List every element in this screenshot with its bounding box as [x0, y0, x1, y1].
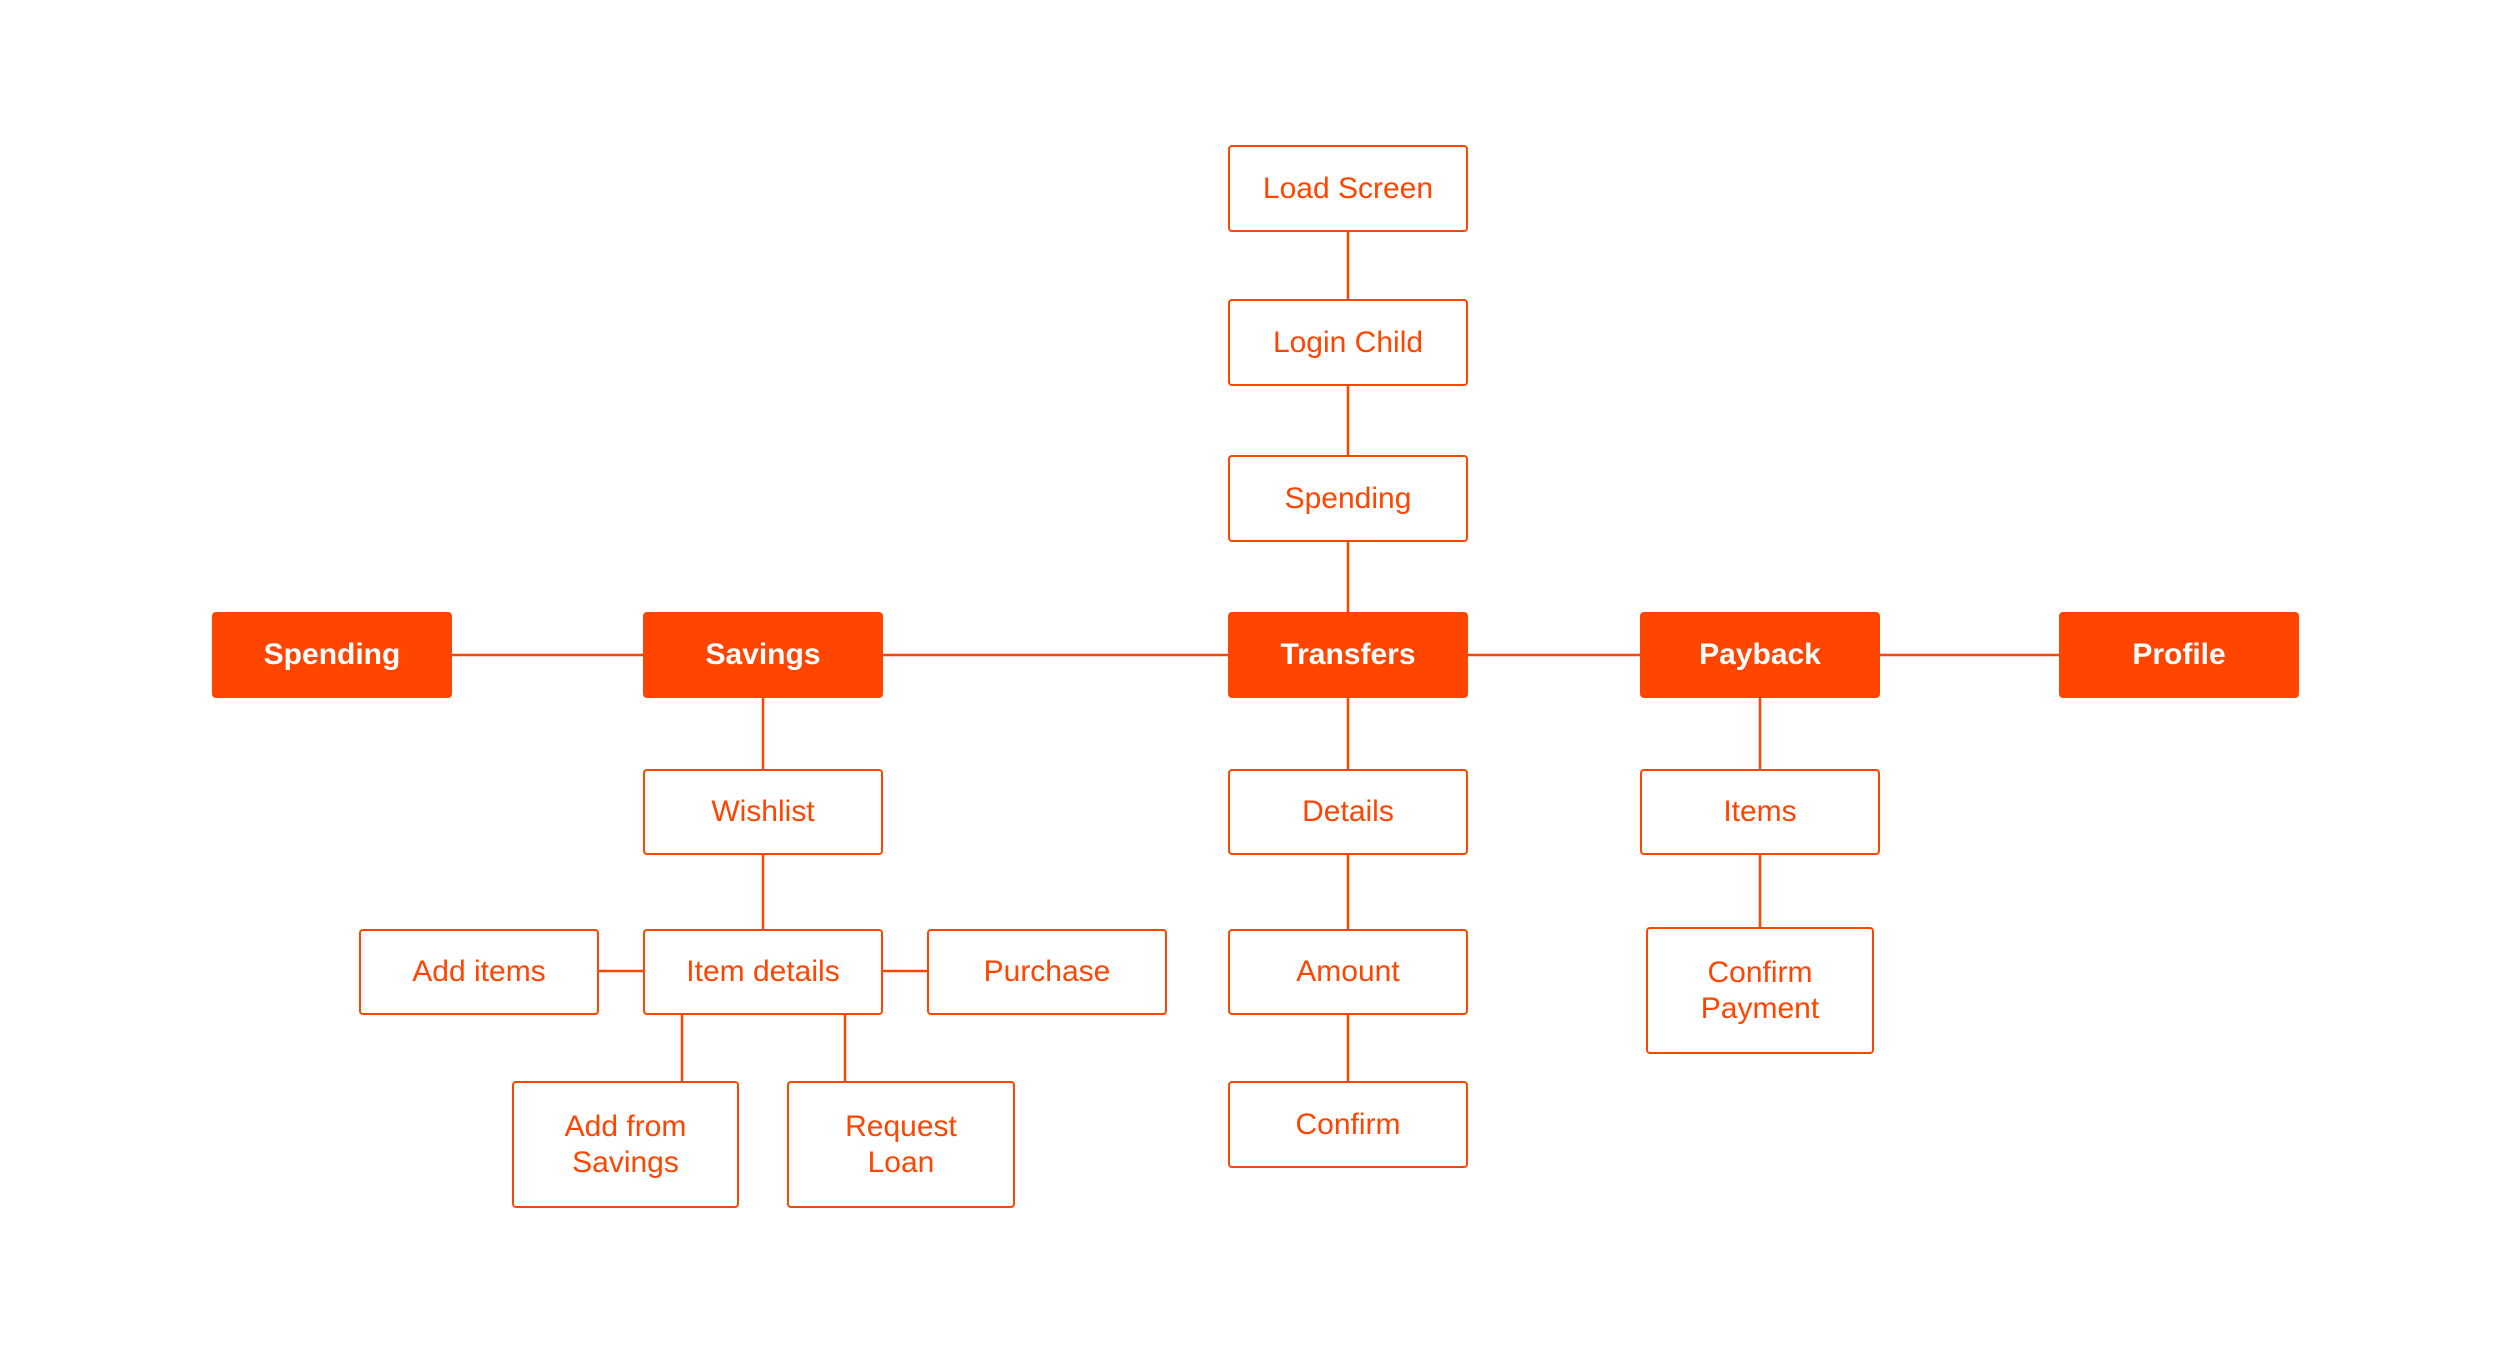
node-item-details[interactable]: Item details	[643, 929, 883, 1015]
node-details[interactable]: Details	[1228, 769, 1468, 855]
node-load-screen[interactable]: Load Screen	[1228, 145, 1468, 232]
node-items[interactable]: Items	[1640, 769, 1880, 855]
node-confirm-payment[interactable]: Confirm Payment	[1646, 927, 1874, 1054]
node-request-loan[interactable]: Request Loan	[787, 1081, 1015, 1208]
node-amount[interactable]: Amount	[1228, 929, 1468, 1015]
node-add-from-savings[interactable]: Add from Savings	[512, 1081, 739, 1208]
node-spending-top[interactable]: Spending	[1228, 455, 1468, 542]
node-add-items[interactable]: Add items	[359, 929, 599, 1015]
node-login-child[interactable]: Login Child	[1228, 299, 1468, 386]
node-confirm[interactable]: Confirm	[1228, 1081, 1468, 1168]
node-transfers[interactable]: Transfers	[1228, 612, 1468, 698]
node-savings[interactable]: Savings	[643, 612, 883, 698]
node-spending[interactable]: Spending	[212, 612, 452, 698]
node-payback[interactable]: Payback	[1640, 612, 1880, 698]
node-profile[interactable]: Profile	[2059, 612, 2299, 698]
node-purchase[interactable]: Purchase	[927, 929, 1167, 1015]
node-wishlist[interactable]: Wishlist	[643, 769, 883, 855]
